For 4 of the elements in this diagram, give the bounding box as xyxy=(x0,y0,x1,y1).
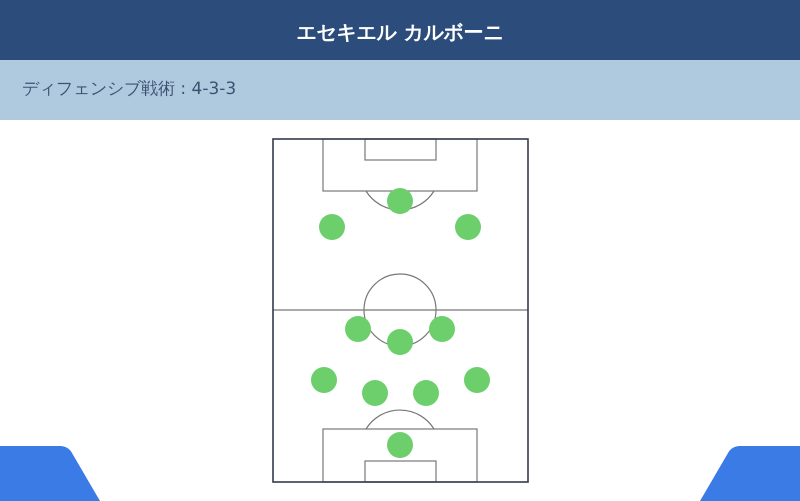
slanted-tab xyxy=(0,446,100,501)
title: エセキエル カルボーニ xyxy=(296,18,504,45)
slanted-tab xyxy=(700,446,800,501)
tactic-label: ディフェンシブ戦術 : 4-3-3 xyxy=(22,78,236,100)
